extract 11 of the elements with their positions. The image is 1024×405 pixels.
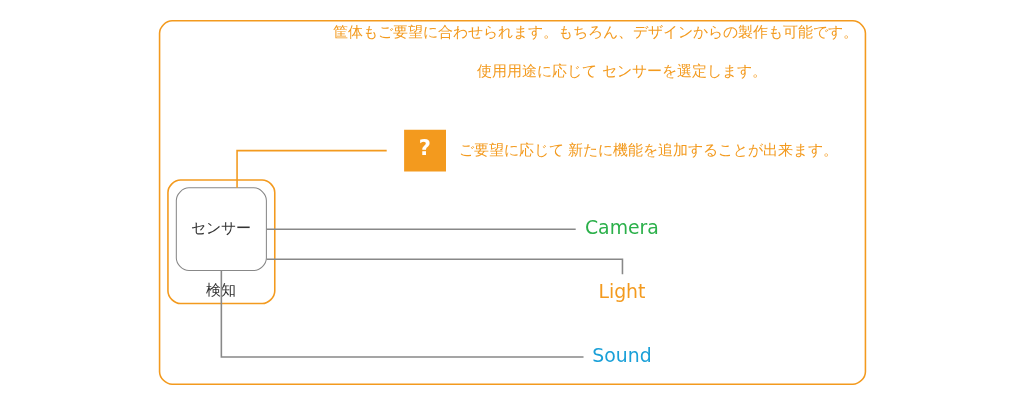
node-label: ご要望に応じて 新たに機能を追加することが出来ます。 [458,140,838,158]
node-text: Camera [584,216,659,238]
node-text: Sound [591,344,652,366]
connector [235,149,387,189]
node-text: Light [597,280,645,302]
connector [220,269,584,358]
connector [265,258,623,275]
label: 使用用途に応じて センサーを選定します。 [476,61,767,79]
node-box: センサー [175,187,267,272]
connector [265,228,576,230]
node-box: ? [403,129,446,172]
